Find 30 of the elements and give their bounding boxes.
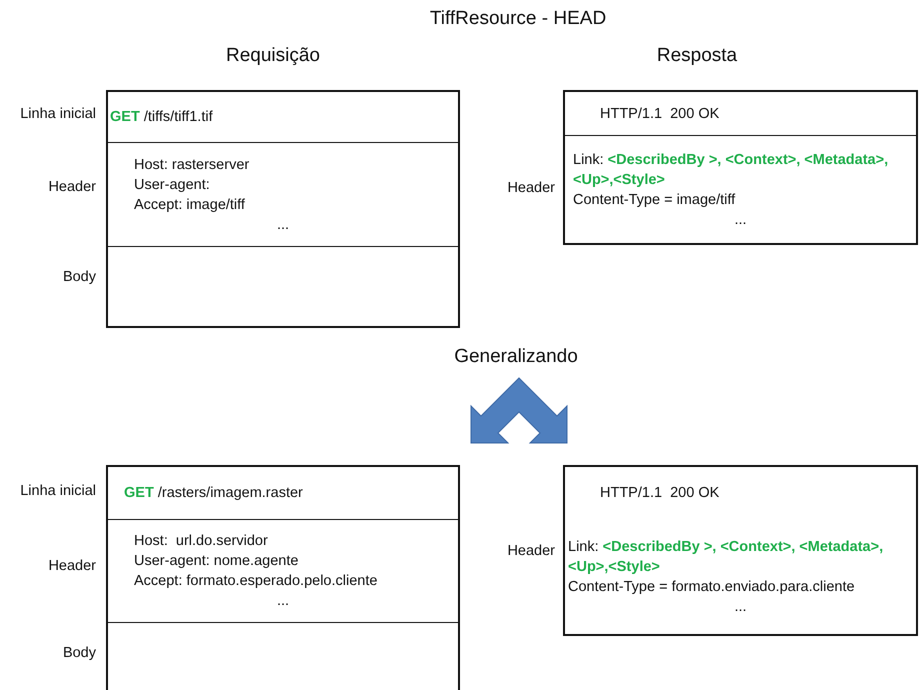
header-text: Link: <DescribedBy >, <Context>, <Metadata>, <Up>,<Style> xyxy=(573,150,890,190)
header-text: Accept: image/tiff xyxy=(134,196,246,214)
header-text: GET /tiffs/tiff1.tif xyxy=(110,108,214,127)
section-label: Header xyxy=(507,542,555,561)
heading-text: Resposta xyxy=(656,45,738,67)
section-label: Linha inicial xyxy=(20,105,96,124)
header-text: User-agent: xyxy=(134,176,211,194)
heading-text: Generalizando xyxy=(454,346,578,368)
section-label: Header xyxy=(48,178,96,197)
header-text: ... xyxy=(733,210,748,230)
header-text: ... xyxy=(733,598,748,616)
section-label: Body xyxy=(62,268,96,287)
header-text: Accept: formato.esperado.pelo.cliente xyxy=(134,572,378,591)
header-text: ... xyxy=(276,216,290,234)
header-text: ... xyxy=(276,592,290,611)
section-label: Body xyxy=(62,644,96,663)
heading-text: Requisição xyxy=(226,45,320,67)
header-text: HTTP/1.1 200 OK xyxy=(600,484,720,503)
header-text: Host: url.do.servidor xyxy=(134,532,269,551)
section-label: Header xyxy=(507,179,555,198)
section-label: Linha inicial xyxy=(20,482,96,501)
header-text: User-agent: nome.agente xyxy=(134,552,300,571)
header-text: Link: <DescribedBy >, <Context>, <Metadata>, <Up>,<Style> xyxy=(568,538,884,576)
diagram-title: TiffResource - HEAD xyxy=(430,8,606,30)
section-label: Header xyxy=(48,557,96,576)
header-text: Host: rasterserver xyxy=(134,156,250,174)
header-text: Content-Type = formato.enviado.para.cliente xyxy=(568,578,856,596)
header-text: HTTP/1.1 200 OK xyxy=(600,104,720,124)
header-text: GET /rasters/imagem.raster xyxy=(124,484,304,503)
header-text: Content-Type = image/tiff xyxy=(573,190,736,210)
